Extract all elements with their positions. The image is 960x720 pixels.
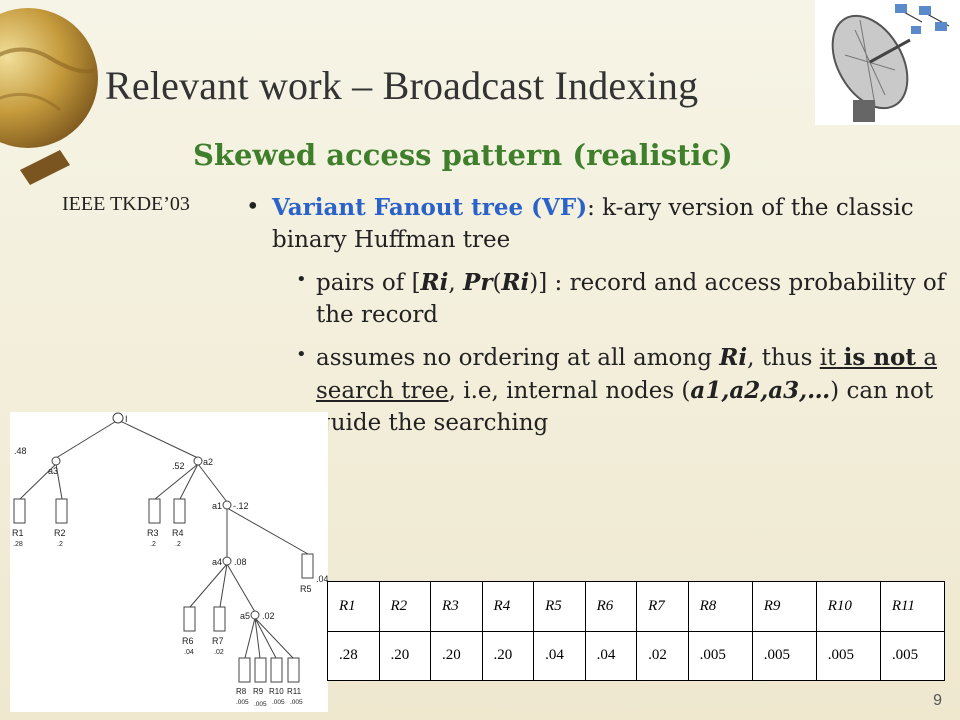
it-text: it: [819, 344, 837, 371]
ordering-text: assumes no ordering at all among: [316, 344, 720, 371]
tree-leaf-prob: .005: [272, 699, 285, 706]
table-row: R1 R2 R3 R4 R5 R6 R7 R8 R9 R10 R11: [327, 581, 946, 632]
tree-label-a4: a4: [212, 557, 222, 567]
tree-leaf-prob: .04: [184, 649, 194, 656]
table-header-cell: R11: [879, 581, 946, 632]
table-cell: .04: [533, 630, 586, 681]
tree-leaf-prob: .02: [214, 649, 224, 656]
tree-label-p02: .02: [262, 611, 275, 621]
tree-leaf-name: R3: [147, 528, 159, 538]
bullet-vf-tree: Variant Fanout tree (VF): k-ary version …: [246, 192, 950, 257]
ri-term: Ri: [420, 268, 449, 296]
table-header-cell: R8: [687, 581, 753, 632]
table-header-cell: R2: [378, 581, 432, 632]
citation-label: IEEE TKDE’03: [62, 193, 190, 215]
cannot-guide-text: ) can not guide the searching: [316, 377, 934, 436]
slide-number: 9: [933, 692, 942, 709]
table-header-cell: R3: [430, 581, 483, 632]
bullet-ordering: assumes no ordering at all among Ri, thu…: [246, 342, 950, 440]
table-header-cell: R6: [584, 581, 638, 632]
satellite-dish-image: [815, 0, 960, 125]
tree-leaf-name: R6: [182, 636, 194, 646]
vf-tree-diagram: I .48 a3 .52 a2 a1 -.12 a4 .08 a5 .02 .0…: [10, 412, 329, 712]
tree-label-a3: a3: [48, 466, 58, 476]
is-not-text: is not: [843, 343, 917, 371]
pairs-desc: )] : record and access probability of th…: [316, 269, 946, 328]
comma-text: ,: [448, 269, 464, 296]
tree-leaf-name: R5: [300, 584, 312, 594]
tree-label-a1: a1: [212, 501, 222, 511]
tree-leaf-name: R11: [287, 687, 302, 696]
tree-label-p52: .52: [172, 461, 185, 471]
vf-tree-desc: : k-ary version of the classic binary Hu…: [272, 195, 914, 253]
tree-root-label: I: [125, 414, 128, 424]
tree-leaf-prob: .005: [290, 699, 303, 706]
search-tree-text: a search tree: [316, 344, 938, 404]
tree-label-a5: a5: [240, 611, 250, 621]
table-header-cell: R1: [327, 581, 380, 632]
tree-leaf-name: R7: [212, 636, 224, 646]
paren-text: (: [492, 269, 502, 296]
tree-leaf-prob: .2: [150, 541, 156, 548]
internal-nodes-list: a1,a2,a3,…: [690, 376, 831, 404]
vf-tree-svg: I .48 a3 .52 a2 a1 -.12 a4 .08 a5 .02 .0…: [12, 412, 329, 708]
tree-leaf-prob: .2: [57, 541, 63, 548]
slide-title: Relevant work – Broadcast Indexing: [105, 63, 699, 108]
tree-label-p04: .04: [316, 574, 328, 584]
ri-term-2: Ri: [501, 268, 530, 296]
tree-leaf-name: R1: [12, 528, 24, 538]
table-cell: .20: [378, 630, 432, 681]
tree-label-p48: .48: [14, 446, 27, 456]
table-cell: .005: [879, 630, 946, 681]
slide-subtitle: Skewed access pattern (realistic): [193, 138, 733, 172]
table-header-cell: R4: [481, 581, 535, 632]
table-cell: .04: [584, 630, 638, 681]
internal-nodes-text: , i.e, internal nodes (: [448, 377, 691, 404]
table-header-cell: R5: [533, 581, 586, 632]
table-header-cell: R9: [751, 581, 817, 632]
pr-term: Pr: [463, 268, 493, 296]
table-cell: .02: [636, 630, 689, 681]
records-probability-table: R1 R2 R3 R4 R5 R6 R7 R8 R9 R10 R11 .28 .…: [327, 581, 946, 681]
tree-leaf-prob: .005: [254, 701, 267, 708]
tree-label-a2: a2: [203, 457, 213, 467]
thus-text: , thus: [747, 344, 820, 371]
globe-image: [0, 8, 98, 185]
tree-leaf-name: R2: [54, 528, 66, 538]
tree-label-p08: .08: [234, 557, 247, 567]
tree-leaf-name: R8: [236, 687, 247, 696]
table-cell: .005: [815, 630, 881, 681]
tree-leaf-name: R4: [172, 528, 184, 538]
tree-leaf-name: R9: [253, 687, 264, 696]
tree-leaf-name: R10: [269, 687, 284, 696]
pairs-text: pairs of [: [316, 269, 421, 296]
tree-leaf-prob: .2: [175, 541, 181, 548]
tree-leaf-prob: .005: [236, 699, 249, 706]
bullet-pairs: pairs of [Ri, Pr(Ri)] : record and acces…: [246, 267, 950, 332]
vf-tree-term: Variant Fanout tree (VF): [272, 194, 588, 221]
ri-term-3: Ri: [719, 343, 748, 371]
tree-leaf-prob: .28: [13, 541, 23, 548]
table-cell: .20: [481, 630, 535, 681]
table-cell: .005: [751, 630, 817, 681]
tree-label-p12: -.12: [233, 501, 249, 511]
table-cell: .005: [687, 630, 753, 681]
table-header-cell: R7: [636, 581, 689, 632]
table-header-cell: R10: [815, 581, 881, 632]
bullet-list: Variant Fanout tree (VF): k-ary version …: [246, 192, 950, 440]
table-row: .28 .20 .20 .20 .04 .04 .02 .005 .005 .0…: [327, 630, 946, 681]
table-cell: .20: [430, 630, 483, 681]
table-cell: .28: [327, 630, 380, 681]
